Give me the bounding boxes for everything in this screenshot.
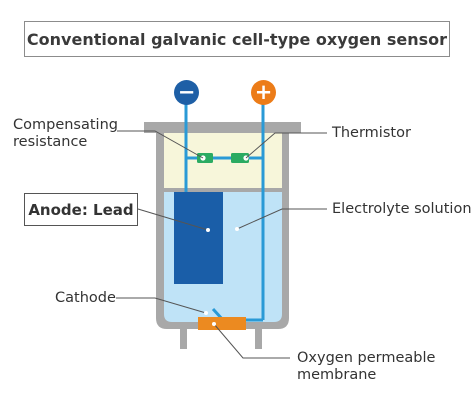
compensating-resistance-label-line2: resistance bbox=[13, 134, 88, 150]
anode-pointer-dot bbox=[206, 228, 210, 232]
negative-terminal: − bbox=[174, 80, 199, 105]
compensating-resistance-label-line1: Compensating bbox=[13, 117, 118, 133]
membrane-label-line1: Oxygen permeable bbox=[297, 350, 436, 366]
cathode-leader bbox=[116, 297, 207, 314]
thermistor-leader bbox=[245, 132, 327, 159]
membrane-label-line2: membrane bbox=[297, 367, 377, 383]
thermistor-label: Thermistor bbox=[332, 125, 411, 141]
thermistor-component bbox=[231, 153, 249, 163]
compensating-leader bbox=[117, 130, 204, 159]
anode-label: Anode: Lead bbox=[24, 193, 138, 226]
housing-foot-left bbox=[180, 328, 187, 349]
membrane-leader bbox=[213, 323, 290, 359]
positive-terminal: + bbox=[251, 80, 276, 105]
anode-leader bbox=[137, 208, 209, 231]
electrolyte-leader bbox=[236, 208, 327, 230]
electrolyte-solution-label: Electrolyte solution bbox=[332, 201, 472, 217]
housing-divider bbox=[164, 188, 282, 192]
housing-foot-right bbox=[255, 328, 262, 349]
membrane-pointer-dot bbox=[212, 322, 216, 326]
lead-anode bbox=[174, 192, 223, 284]
cathode-pointer-dot bbox=[204, 311, 208, 315]
diagram-title: Conventional galvanic cell-type oxygen s… bbox=[24, 21, 450, 57]
electrolyte-pointer-dot bbox=[235, 227, 239, 231]
oxygen-permeable-membrane bbox=[198, 317, 246, 330]
cathode-label: Cathode bbox=[55, 290, 116, 306]
